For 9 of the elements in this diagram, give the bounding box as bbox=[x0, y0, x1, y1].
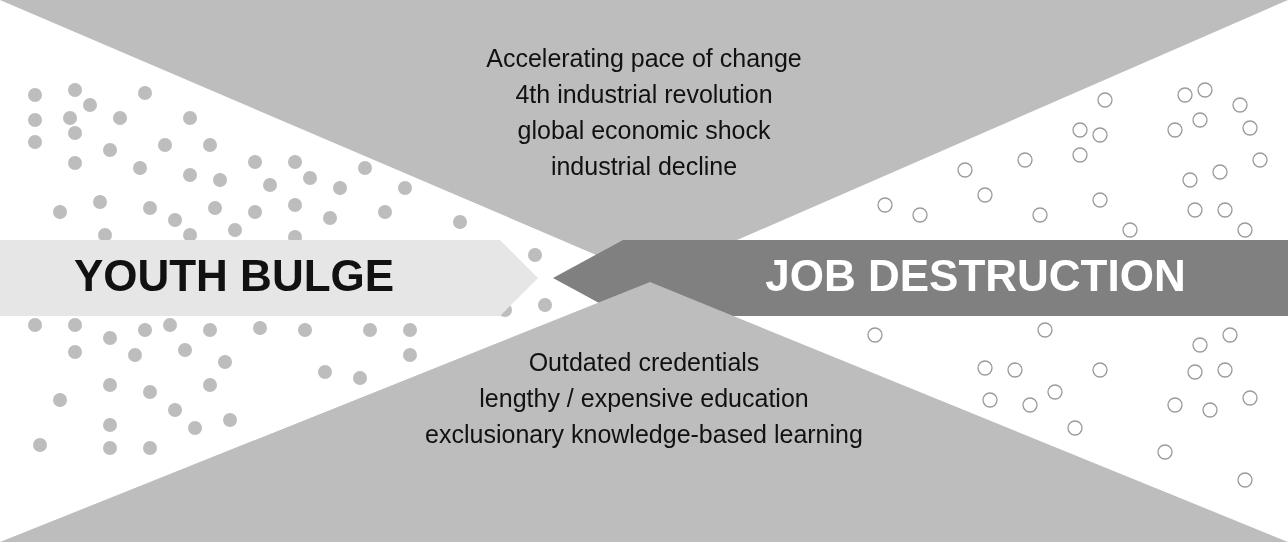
arrow-label: JOB DESTRUCTION bbox=[765, 251, 1186, 300]
text-line: 4th industrial revolution bbox=[515, 80, 773, 108]
text-line: Accelerating pace of change bbox=[486, 44, 802, 72]
text-line: Outdated credentials bbox=[528, 348, 760, 376]
text-line: lengthy / expensive education bbox=[479, 384, 809, 412]
text-line: industrial decline bbox=[550, 152, 738, 180]
arrow-label: YOUTH BULGE bbox=[73, 251, 395, 300]
text-line: exclusionary knowledge-based learning bbox=[425, 420, 863, 448]
text-line: global economic shock bbox=[517, 116, 771, 144]
